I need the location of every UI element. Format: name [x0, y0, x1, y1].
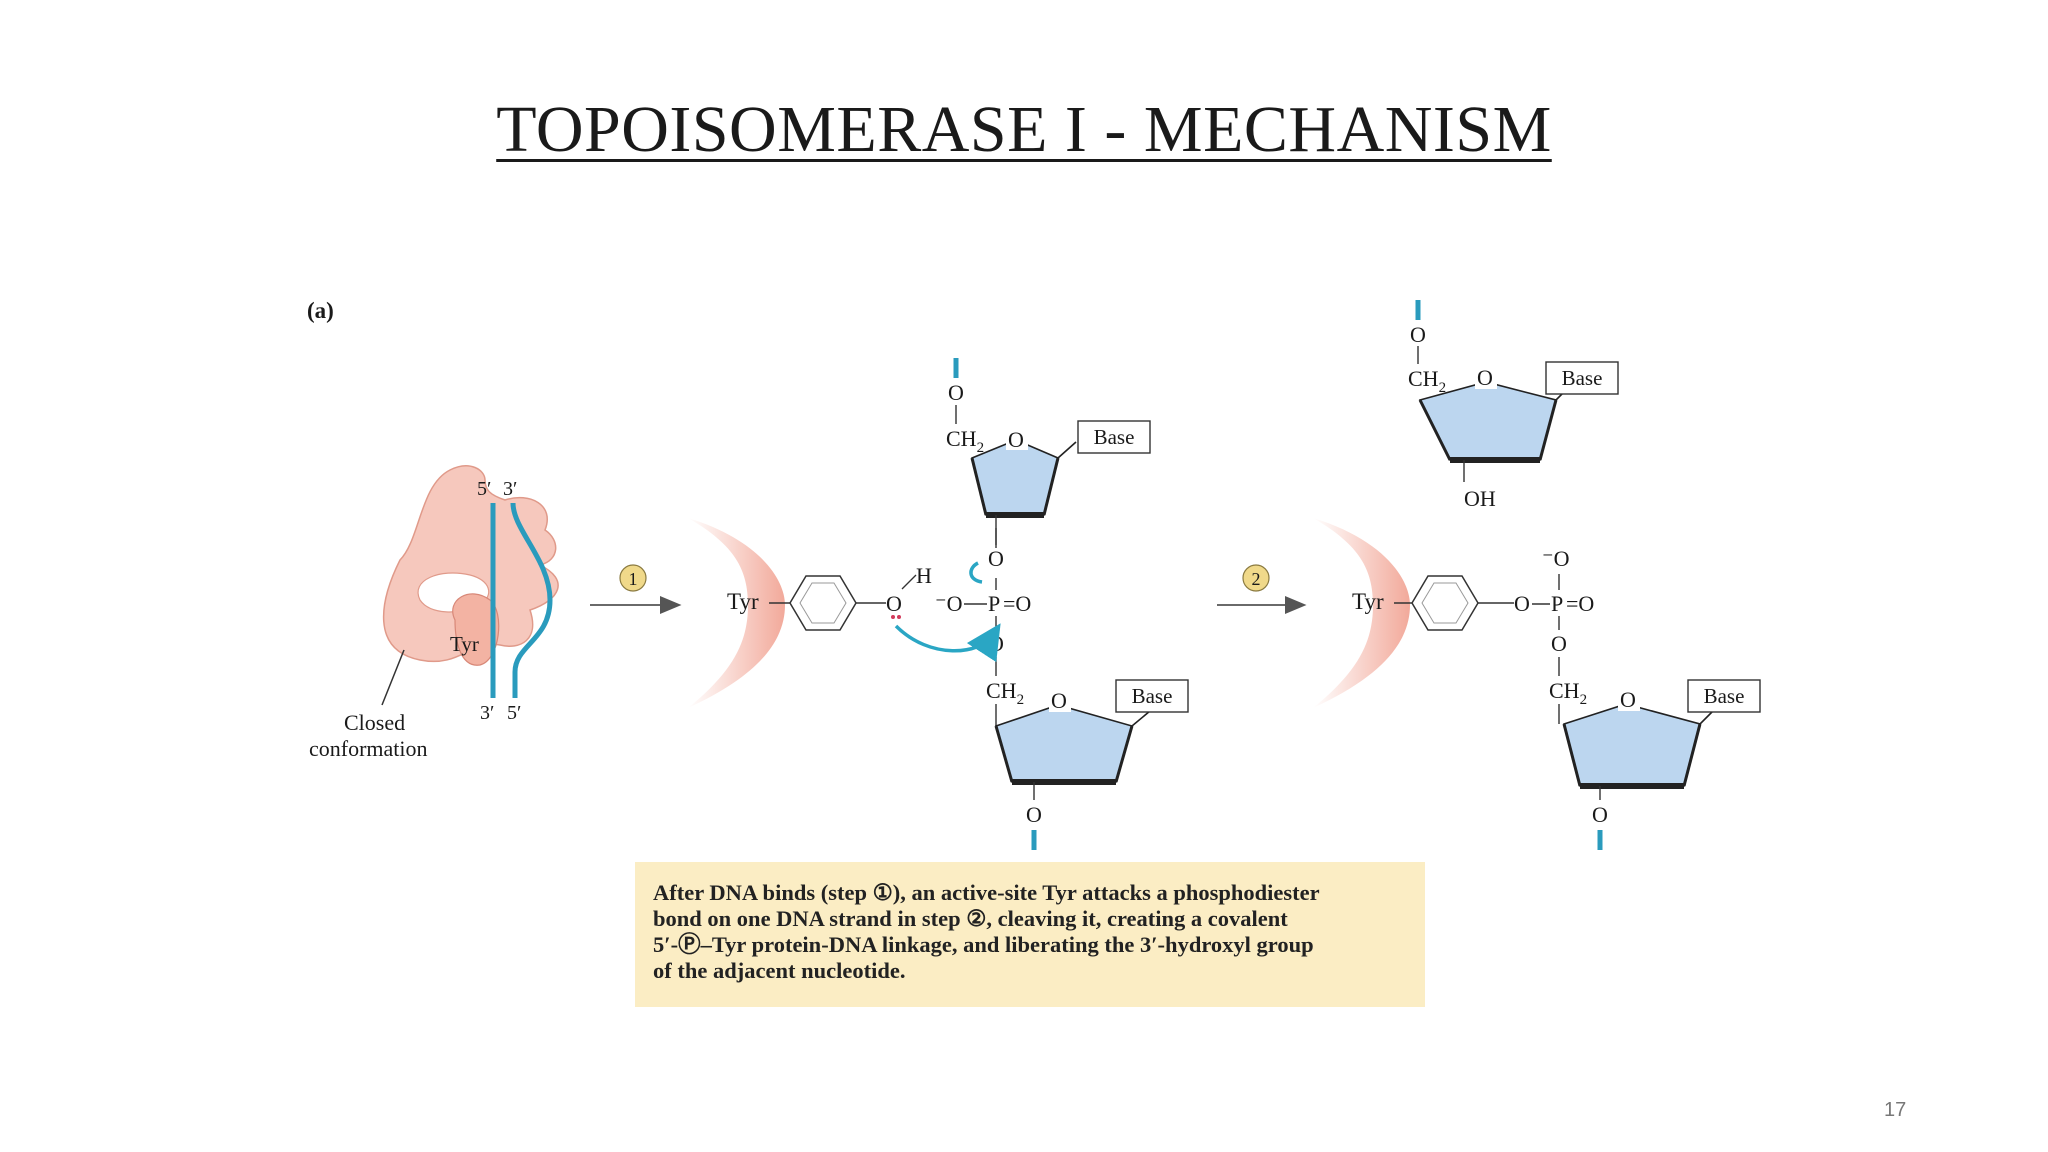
right-top-ribose-ring: [1418, 381, 1557, 461]
mid-top-o: O: [948, 380, 964, 405]
slide-title: TOPOISOMERASE I - MECHANISM: [0, 92, 2048, 168]
right-top-ch2: CH2: [1408, 366, 1446, 396]
sugar-mid-top: O CH2 O Base: [946, 358, 1151, 548]
conformation-label-line2: conformation: [309, 736, 428, 761]
panel-label: (a): [307, 298, 334, 323]
mid-bottom-ring-o: O: [1051, 688, 1067, 713]
mid-o-top: O: [988, 546, 1004, 571]
right-top-base-label: Base: [1562, 366, 1603, 390]
mid-o-minus: ⁻O: [935, 591, 963, 616]
mid-tyr-oxygen: O: [886, 591, 902, 616]
tyrosine-middle: Tyr O H: [727, 563, 932, 631]
right-top-base-box: [1545, 361, 1619, 395]
enzyme-closed-conformation: Tyr: [382, 465, 559, 666]
mid-top-ch2: CH2: [946, 426, 984, 456]
right-bottom-ribose-ring: [1563, 703, 1701, 787]
caption-box: After DNA binds (step ①), an active-site…: [635, 862, 1425, 1007]
sugar-mid-bottom: CH2 O Base O: [986, 678, 1189, 850]
right-bottom-ring-o: O: [1620, 687, 1636, 712]
mid-bottom-base-box: [1115, 679, 1189, 713]
mid-top-base-label: Base: [1094, 425, 1135, 449]
sugar-right-bottom: CH2 O Base O: [1549, 678, 1761, 850]
mid-bottom-base-label: Base: [1132, 684, 1173, 708]
mid-top-base-box: [1077, 420, 1151, 454]
curly-arrow-small: [969, 561, 983, 584]
right-phosphorus: P: [1551, 591, 1563, 616]
page-number: 17: [1884, 1099, 1907, 1121]
lone-pair-dot: [897, 615, 901, 619]
right-o-link: O: [1514, 591, 1530, 616]
mid-tyr-label: Tyr: [727, 589, 759, 614]
phosphate-middle: ⁻O P =O O O: [935, 528, 1031, 676]
right-bottom-ch2: CH2: [1549, 678, 1587, 708]
right-o-bottom: O: [1551, 631, 1567, 656]
mid-phosphorus: P: [988, 591, 1000, 616]
step1-number: 1: [629, 569, 638, 589]
curly-arrow-attack: [894, 623, 1001, 663]
mid-double-o: =O: [1003, 591, 1031, 616]
step2-number: 2: [1252, 569, 1261, 589]
right-top-ring-o: O: [1477, 365, 1493, 390]
strand-bottom-5prime: 5′: [507, 702, 521, 724]
tyrosine-right: Tyr O P =O ⁻O O: [1352, 546, 1594, 676]
mid-bottom-o: O: [1026, 802, 1042, 827]
dna-strands-enzyme: 5′ 3′ 3′ 5′: [477, 478, 553, 724]
right-tyr-label: Tyr: [1352, 589, 1384, 614]
dna-strand-curved: [510, 502, 553, 698]
mid-top-ring-o: O: [1008, 427, 1024, 452]
mid-bottom-ribose-ring: [995, 704, 1133, 783]
strand-bottom-3prime: 3′: [480, 702, 494, 724]
tyr-domain: [452, 593, 500, 666]
right-top-hydroxyl: OH: [1464, 486, 1496, 511]
step1-badge: [619, 564, 647, 592]
strand-top-3prime: 3′: [503, 478, 517, 500]
right-o-minus-top: ⁻O: [1542, 546, 1570, 571]
right-bottom-o: O: [1592, 802, 1608, 827]
caption-line: After DNA binds (step ①), an active-site…: [653, 880, 1320, 905]
caption-line: bond on one DNA strand in step ②, cleavi…: [653, 906, 1288, 931]
enzyme-arm-right: [1313, 518, 1410, 708]
conformation-pointer-line: [381, 649, 405, 706]
mid-bottom-ch2: CH2: [986, 678, 1024, 708]
right-top-o: O: [1410, 322, 1426, 347]
step2-badge: [1242, 564, 1270, 592]
enzyme-arm-middle: [688, 518, 785, 708]
right-bottom-base-box: [1687, 679, 1761, 713]
right-double-o: =O: [1566, 591, 1594, 616]
conformation-label-line1: Closed: [344, 710, 405, 735]
mid-hydrogen: H: [916, 563, 932, 588]
mid-o-bottom: O: [988, 631, 1004, 656]
caption-line: 5′-Ⓟ–Tyr protein-DNA linkage, and libera…: [653, 932, 1314, 957]
strand-top-5prime: 5′: [477, 478, 491, 500]
lone-pair-dot: [891, 615, 895, 619]
right-bottom-base-label: Base: [1704, 684, 1745, 708]
slide-title-text: TOPOISOMERASE I - MECHANISM: [496, 93, 1552, 166]
enzyme-tyr-label: Tyr: [450, 632, 479, 656]
sugar-right-top: O CH2 O Base OH: [1408, 300, 1619, 511]
caption-line: of the adjacent nucleotide.: [653, 958, 906, 983]
